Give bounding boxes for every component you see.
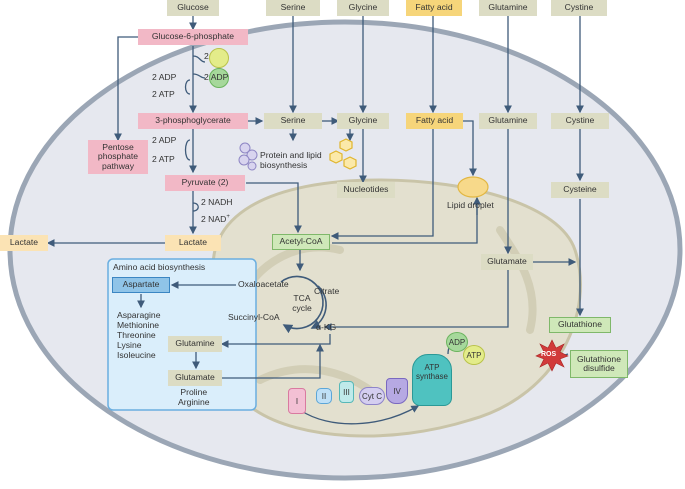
arrow bbox=[463, 120, 477, 177]
atp-synthase: ATP synthase bbox=[412, 354, 452, 406]
lipid-icon bbox=[329, 138, 357, 170]
adp-circle-mito: ADP bbox=[446, 332, 468, 352]
adp-consume-label-2: 2 ADP bbox=[152, 135, 177, 145]
arrow bbox=[246, 182, 302, 234]
glutamate-products: Proline Arginine bbox=[178, 387, 210, 408]
nad-text: 2 NAD bbox=[201, 213, 227, 224]
product-lysine: Lysine bbox=[117, 339, 142, 350]
glycine: Glycine bbox=[337, 113, 389, 129]
amino-acid-panel-title: Amino acid biosynthesis bbox=[113, 262, 206, 272]
glutamate-panel: Glutamate bbox=[168, 370, 222, 386]
arrow bbox=[192, 55, 206, 63]
glutathione-disulfide: Glutathione disulfide bbox=[570, 350, 628, 378]
arrow bbox=[192, 73, 206, 79]
aspartate-products: Asparagine Methionine Threonine Lysine I… bbox=[117, 310, 161, 360]
protein-icon bbox=[238, 142, 258, 171]
lactate-outer: Lactate bbox=[0, 235, 48, 251]
glucose-6-phosphate: Glucose-6-phosphate bbox=[138, 29, 248, 45]
glutamine-panel: Glutamine bbox=[168, 336, 222, 352]
arrow bbox=[299, 405, 420, 425]
ros-icon bbox=[535, 339, 569, 372]
pyruvate: Pyruvate (2) bbox=[165, 175, 245, 191]
arrow bbox=[184, 79, 191, 95]
complex-i: I bbox=[288, 388, 306, 414]
product-isoleucine: Isoleucine bbox=[117, 349, 156, 360]
glutamine: Glutamine bbox=[479, 113, 537, 129]
nutrient-cystine: Cystine bbox=[551, 0, 607, 16]
nutrient-serine: Serine bbox=[266, 0, 320, 16]
lipid-droplet-icon bbox=[457, 176, 489, 198]
arrow bbox=[114, 36, 138, 142]
ros-label: ROS bbox=[541, 351, 557, 358]
nucleotides: Nucleotides bbox=[337, 182, 395, 198]
nutrient-glycine: Glycine bbox=[337, 0, 389, 16]
atp-circle bbox=[209, 48, 229, 68]
glutathione: Glutathione bbox=[549, 317, 611, 333]
nutrient-glutamine: Glutamine bbox=[479, 0, 537, 16]
oxaloacetate-label: Oxaloacetate bbox=[238, 279, 289, 289]
tca-cycle-label: TCA cycle bbox=[292, 293, 312, 313]
atp-circle-mito: ATP bbox=[463, 345, 485, 365]
nad-superscript: + bbox=[226, 214, 230, 220]
serine: Serine bbox=[264, 113, 322, 129]
product-threonine: Threonine bbox=[117, 329, 156, 340]
protein-lipid-biosynthesis: Protein and lipid biosynthesis bbox=[260, 150, 322, 170]
cytochrome-c: Cyt C bbox=[359, 387, 385, 405]
adp-circle bbox=[209, 68, 229, 88]
pentose-phosphate-pathway: Pentose phosphate pathway bbox=[88, 140, 148, 174]
product-proline: Proline bbox=[180, 387, 208, 397]
nutrient-fatty-acid: Fatty acid bbox=[406, 0, 462, 16]
lipid-droplet-label: Lipid droplet bbox=[447, 200, 494, 210]
nad-label: 2 NAD+ bbox=[201, 214, 230, 225]
adp-label: 2 ADP bbox=[204, 72, 229, 82]
atp-produce-label-2: 2 ATP bbox=[152, 154, 175, 164]
cystine: Cystine bbox=[551, 113, 609, 129]
atp-produce-label: 2 ATP bbox=[152, 89, 175, 99]
arrow bbox=[192, 202, 199, 212]
arrow bbox=[220, 334, 331, 348]
aspartate: Aspartate bbox=[112, 277, 170, 293]
glutamate-mito: Glutamate bbox=[481, 254, 533, 270]
complex-iv: IV bbox=[386, 378, 408, 404]
arrow bbox=[184, 139, 191, 161]
nadh-label: 2 NADH bbox=[201, 197, 233, 207]
adp-consume-label: 2 ADP bbox=[152, 72, 177, 82]
citrate-label: Citrate bbox=[314, 286, 340, 296]
akg-label: α-KG bbox=[316, 322, 337, 332]
arrow bbox=[330, 129, 434, 240]
arrow bbox=[323, 270, 509, 331]
lactate-inner: Lactate bbox=[165, 235, 221, 251]
tca-cycle-ring bbox=[280, 275, 324, 334]
3-phosphoglycerate: 3-phosphoglycerate bbox=[138, 113, 248, 129]
fatty-acid: Fatty acid bbox=[406, 113, 463, 129]
product-methionine: Methionine bbox=[117, 319, 160, 330]
complex-ii: II bbox=[316, 388, 332, 404]
cysteine: Cysteine bbox=[551, 182, 609, 198]
product-arginine: Arginine bbox=[178, 396, 210, 407]
product-asparagine: Asparagine bbox=[117, 310, 161, 320]
acetyl-coa: Acetyl-CoA bbox=[272, 234, 330, 250]
complex-iii: III bbox=[339, 381, 354, 403]
nutrient-glucose: Glucose bbox=[167, 0, 219, 16]
succinyl-coa-label: Succinyl-CoA bbox=[228, 312, 280, 322]
tca-cycle-ring-right bbox=[310, 285, 327, 329]
arrow bbox=[222, 343, 324, 379]
